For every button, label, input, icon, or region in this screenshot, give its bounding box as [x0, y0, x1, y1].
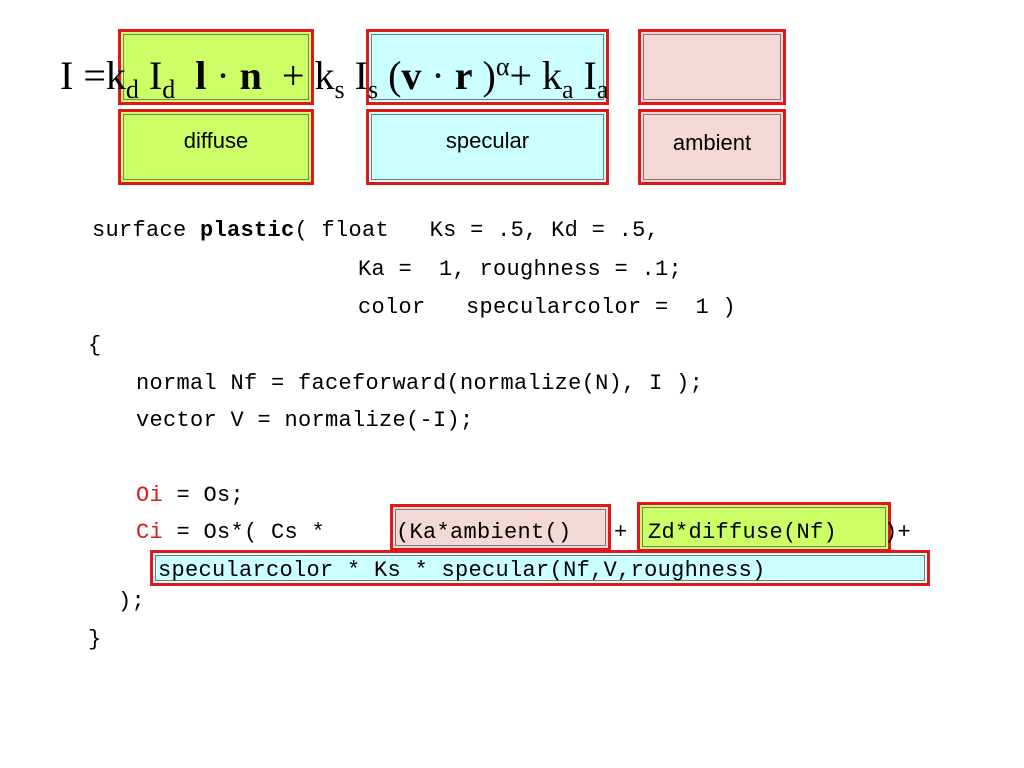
eq-r: r [454, 53, 473, 98]
eq-plus-1: + [281, 53, 305, 98]
eq-ka: k [542, 53, 562, 98]
eq-Id-sub: d [162, 75, 176, 104]
code-line-1: surface plastic( float Ks = .5, Kd = .5, [92, 218, 659, 244]
code-keyword-surface: surface [92, 218, 201, 243]
eq-Ia-sub: a [596, 75, 609, 104]
code-line-7: Oi = Os; [136, 483, 244, 509]
eq-dot-1: · [216, 53, 230, 98]
code-ambient-term: (Ka*ambient() [396, 520, 572, 545]
diffuse-label-box [118, 109, 314, 185]
code-ci-assign: = Os*( Cs * [163, 520, 339, 545]
specular-code-highlight [150, 550, 930, 586]
eq-ks: k [314, 53, 335, 98]
code-line-6: vector V = normalize(-I); [136, 408, 474, 433]
eq-plus-2: + [509, 53, 532, 98]
code-ci: Ci [136, 520, 164, 545]
eq-kd-sub: d [125, 75, 139, 104]
code-line-8: Ci = Os*( Cs * [136, 520, 339, 546]
code-params-1: ( float Ks = .5, Kd = .5, [294, 218, 660, 243]
code-line-10: ); [118, 589, 146, 614]
code-line-4: { [88, 333, 102, 358]
eq-ka-sub: a [562, 75, 574, 104]
ambient-code-highlight [390, 504, 611, 551]
eq-kd: k [105, 53, 126, 98]
code-oi-assign: = Os; [163, 483, 245, 508]
code-line-3: color specularcolor = 1 ) [358, 295, 737, 320]
code-diffuse-term: Zd*diffuse(Nf) [648, 520, 838, 545]
code-line-2: Ka = 1, roughness = .1; [358, 257, 683, 282]
eq-l: l [195, 53, 207, 98]
eq-ks-sub: s [334, 75, 345, 104]
specular-term-highlight [366, 29, 609, 105]
eq-open-paren: ( [388, 53, 402, 98]
eq-Is: I [354, 53, 368, 98]
eq-close-paren: ) [482, 53, 496, 98]
ambient-term-highlight [638, 29, 786, 105]
eq-lhs: I = [60, 53, 106, 98]
diffuse-label: diffuse [183, 128, 249, 153]
specular-label-box [366, 109, 609, 185]
code-line-5: normal Nf = faceforward(normalize(N), I … [136, 371, 704, 396]
eq-Is-sub: s [367, 75, 379, 104]
ambient-label: ambient [672, 130, 752, 155]
eq-v: v [401, 53, 422, 98]
eq-alpha: α [495, 52, 510, 81]
illumination-equation: I =kd Id l · n + ks Is (v · r )α+ ka Ia [60, 53, 608, 103]
ambient-label-box [638, 109, 786, 185]
eq-Id: I [148, 53, 163, 98]
code-oi: Oi [136, 483, 164, 508]
eq-n: n [239, 53, 262, 98]
code-shader-name: plastic [200, 218, 295, 243]
eq-Ia: I [583, 53, 597, 98]
code-line-11: } [88, 627, 102, 652]
eq-dot-2: · [431, 53, 445, 98]
specular-label: specular [445, 128, 530, 153]
diffuse-term-highlight [118, 29, 314, 105]
code-plus: + [614, 520, 628, 545]
code-close-plus: )+ [884, 520, 912, 545]
code-specular-term: specularcolor * Ks * specular(Nf,V,rough… [158, 558, 766, 583]
